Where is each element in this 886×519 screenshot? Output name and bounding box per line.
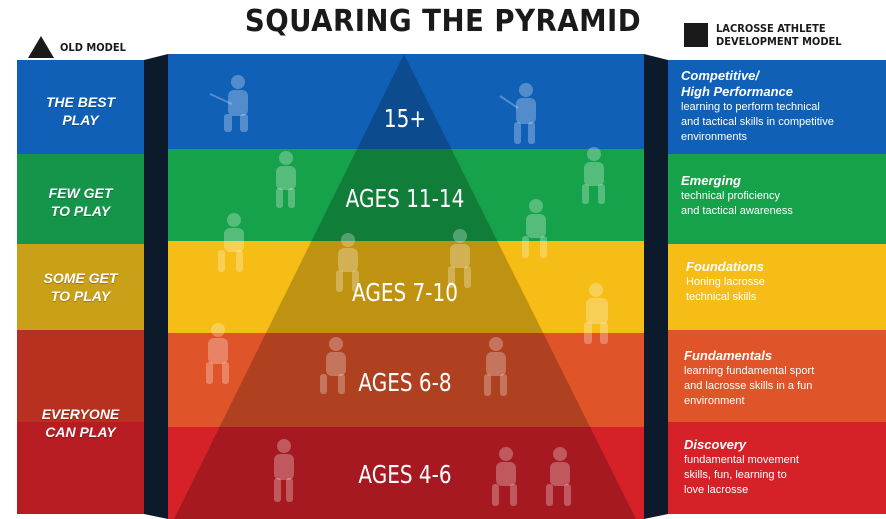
legend-new-model: LACROSSE ATHLETE DEVELOPMENT MODEL [684,22,842,48]
player-silhouette [274,439,294,502]
legend-new-model-line1: LACROSSE ATHLETE [716,22,826,35]
stage-description: Emerging technical proficiency and tacti… [681,173,886,219]
stage-title: Foundations [686,259,764,274]
stage-desc-line: and lacrosse skills in a fun [684,380,813,392]
stage-desc-line: environments [681,131,748,143]
player-silhouette [320,337,346,394]
player-silhouette [582,147,605,204]
age-label: AGES 11-14 [345,184,465,213]
stage-title: Competitive/ [681,68,760,83]
player-silhouette [206,323,229,384]
pyramid-triangle [174,54,636,519]
stage-title: Emerging [681,173,741,188]
player-silhouette [276,151,296,208]
stage-desc-line: love lacrosse [684,484,749,496]
band-orange [168,333,644,427]
stage-description: Competitive/ High Performance learning t… [681,68,886,145]
old-model-band-everyone-bottom [17,422,144,514]
left-flap [144,54,168,519]
stage-title: High Performance [681,84,793,99]
player-silhouette [522,199,547,258]
old-model-label-line: TO PLAY [50,288,111,304]
old-model-label: THE BEST PLAY [17,93,144,129]
old-model-label-line: FEW GET [48,185,113,201]
triangle-icon [28,36,54,58]
player-silhouette [209,75,248,132]
old-model-band-best [17,60,144,154]
player-silhouette [499,83,536,144]
stage-desc-line: environment [684,395,745,407]
old-model-band-some [17,244,144,330]
old-model-label-line: PLAY [62,112,99,128]
stage-desc-line: technical skills [686,291,757,303]
stage-description: Fundamentals learning fundamental sport … [684,348,886,409]
stage-panel-red [668,422,886,514]
age-label: AGES 7-10 [352,278,458,307]
stage-desc-line: and tactical skills in competitive [681,116,834,128]
stage-title: Discovery [684,437,747,452]
stage-desc-line: learning fundamental sport [684,365,815,377]
player-silhouettes [206,75,608,506]
old-model-label-line: SOME GET [43,270,118,286]
legend-old-model: OLD MODEL [28,36,126,58]
stage-panel-orange [668,330,886,422]
old-model-label-line: EVERYONE [41,406,120,422]
player-silhouette [584,283,608,344]
age-label: 15+ [383,104,427,133]
band-yellow [168,241,644,333]
player-silhouette [448,229,471,288]
old-model-label-line: TO PLAY [50,203,111,219]
age-label: AGES 6-8 [358,368,452,397]
stage-panel-green [668,154,886,244]
player-silhouette [218,213,244,272]
old-model-label: EVERYONE CAN PLAY [17,405,144,441]
age-label: AGES 4-6 [358,460,452,489]
player-silhouette [492,447,517,506]
player-silhouette [546,447,571,506]
old-model-label: FEW GET TO PLAY [17,184,144,220]
band-green [168,149,644,241]
stage-desc-line: technical proficiency [681,190,781,202]
stage-desc-line: learning to perform technical [681,101,820,113]
legend-old-model-label: OLD MODEL [60,40,126,54]
old-model-label-line: THE BEST [45,94,116,110]
stage-description: Foundations Honing lacrosse technical sk… [686,259,886,305]
old-model-label: SOME GET TO PLAY [17,269,144,305]
player-silhouette [336,233,359,292]
square-icon [684,23,708,47]
stage-desc-line: fundamental movement [684,454,799,466]
band-red [168,427,644,519]
old-model-label-line: CAN PLAY [45,424,116,440]
band-blue [168,54,644,149]
stage-desc-line: Honing lacrosse [686,276,765,288]
old-model-band-few [17,154,144,244]
right-flap [644,54,668,519]
stage-description: Discovery fundamental movement skills, f… [684,437,886,498]
stage-desc-line: skills, fun, learning to [684,469,787,481]
player-silhouette [484,337,507,396]
stage-desc-line: and tactical awareness [681,205,793,217]
stage-title: Fundamentals [684,348,773,363]
stage-panel-yellow [668,244,886,330]
page-title: SQUARING THE PYRAMID [244,4,642,39]
legend-new-model-line2: DEVELOPMENT MODEL [716,35,842,48]
stage-panel-blue [668,60,886,154]
